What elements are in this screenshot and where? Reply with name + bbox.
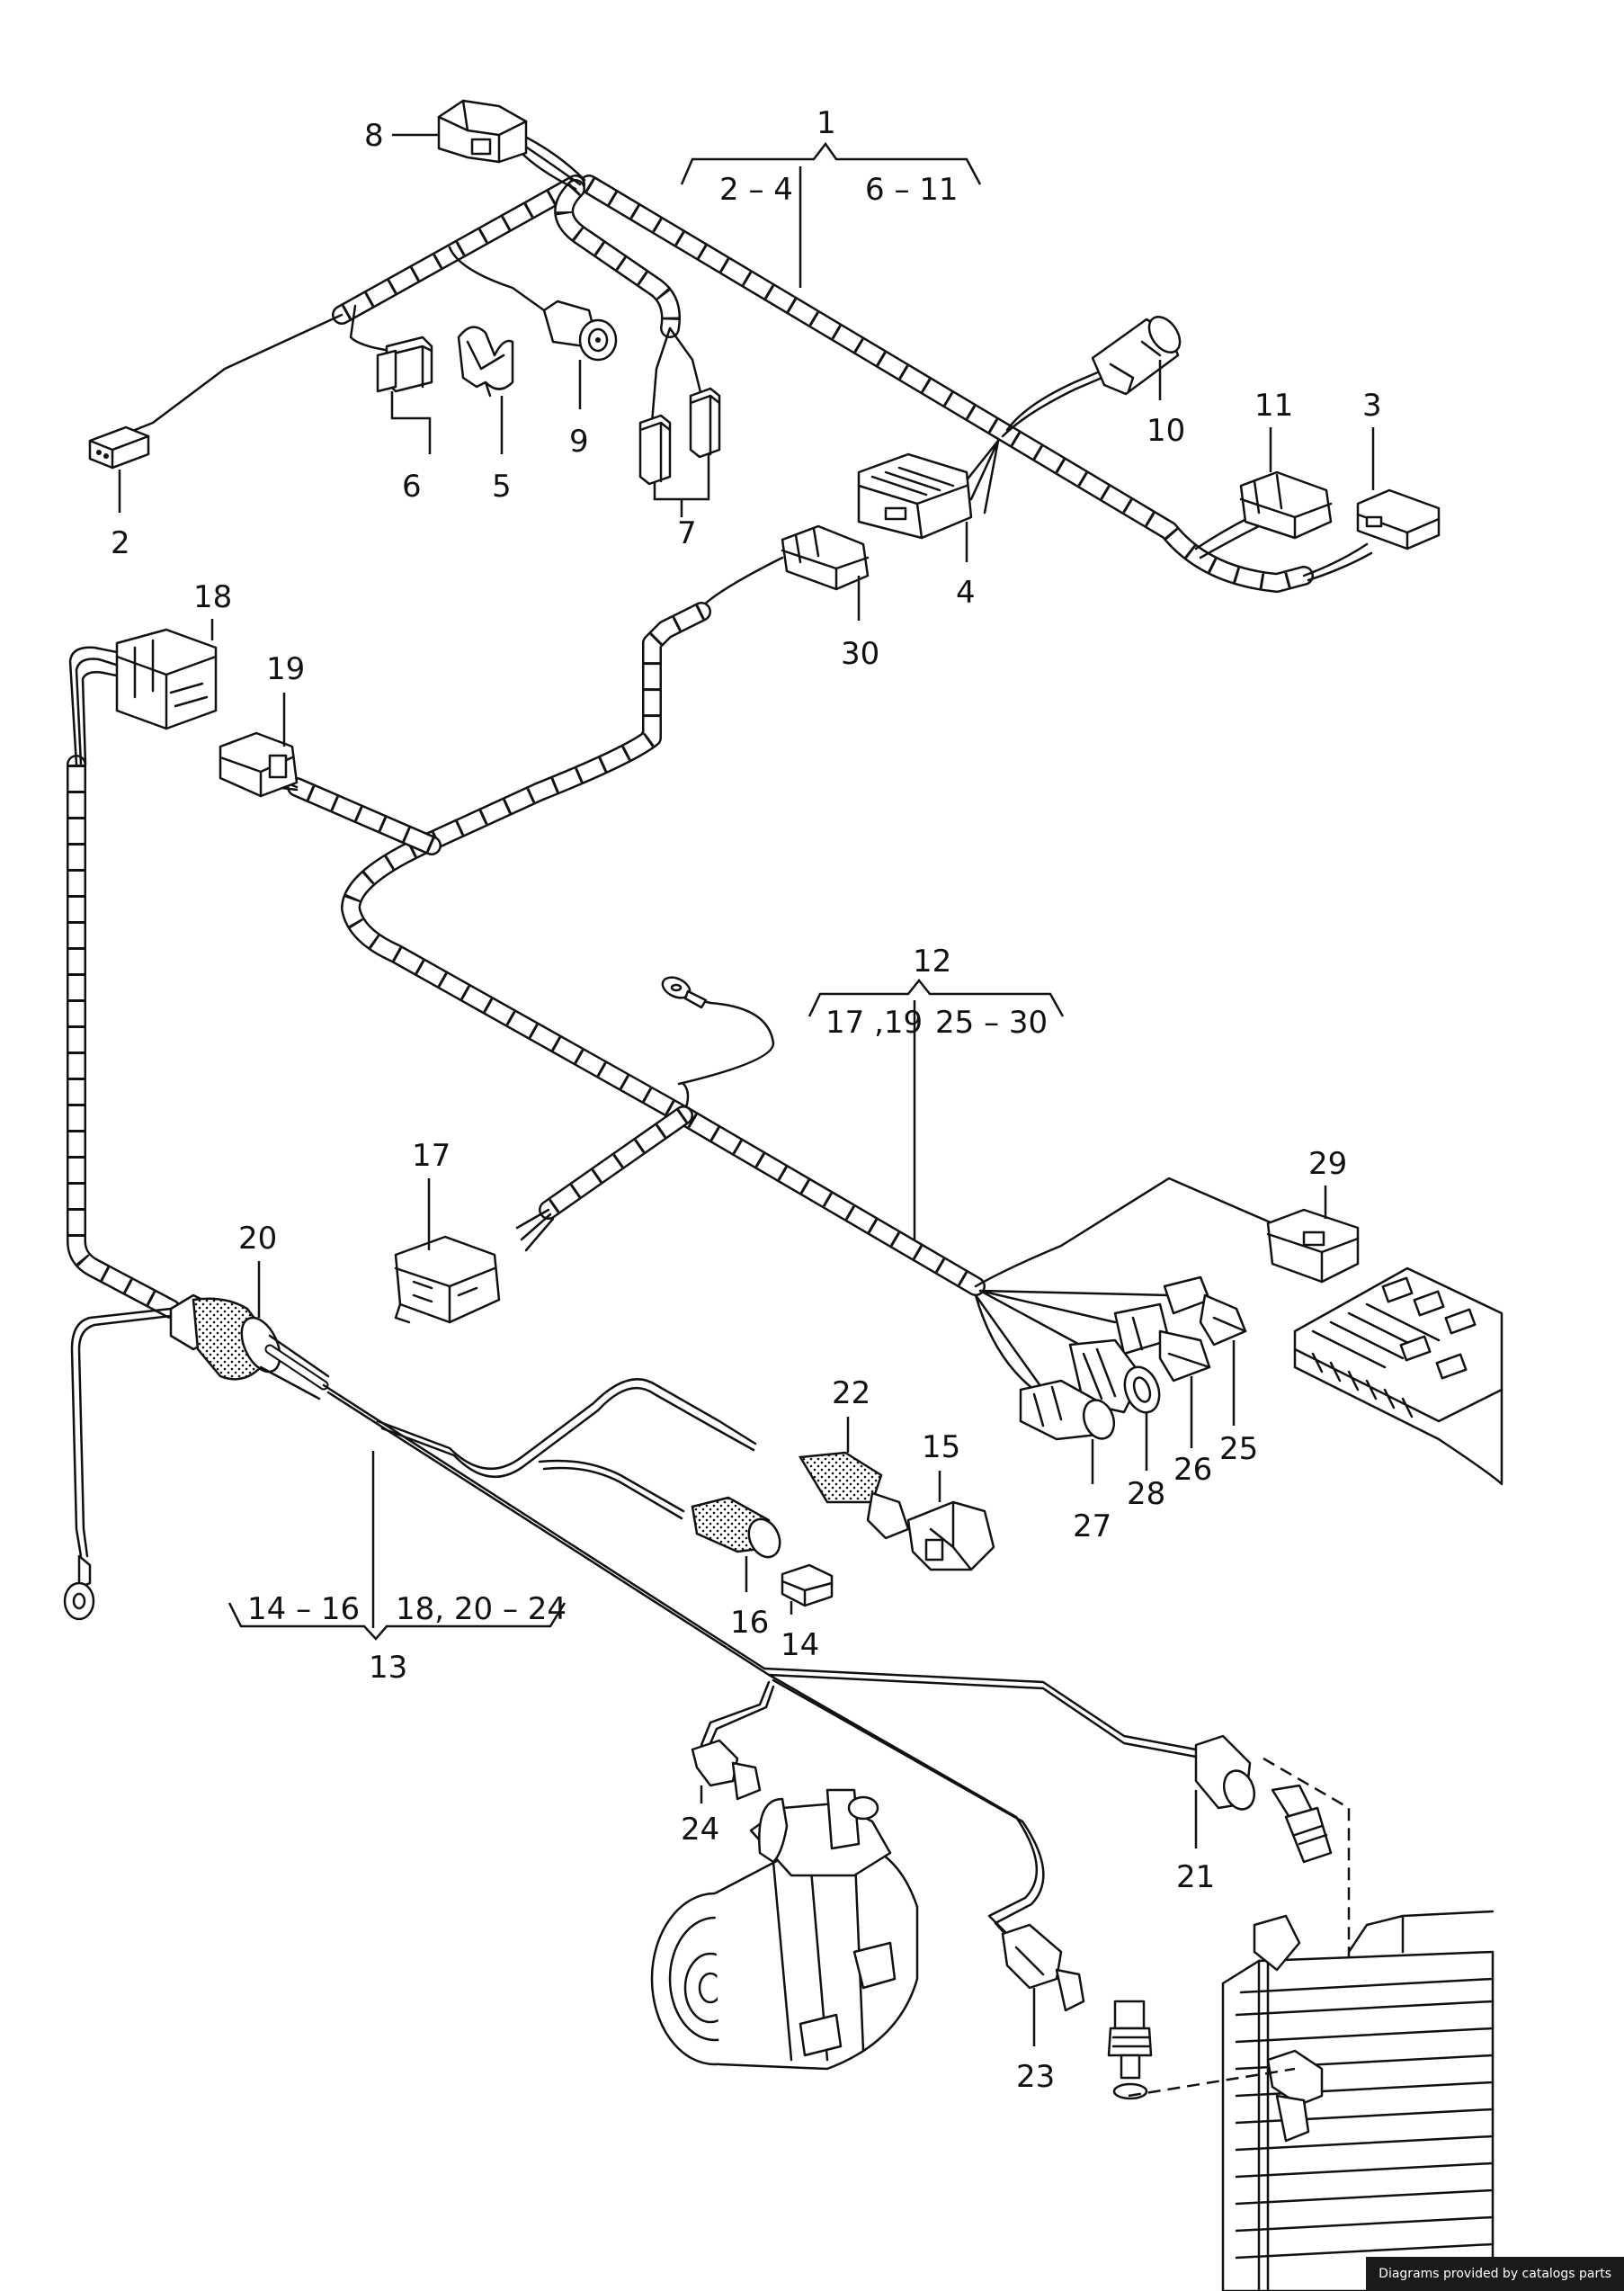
connector-28[interactable] xyxy=(1068,1338,1165,1418)
callout-30: 30 xyxy=(841,636,879,672)
callout-22: 22 xyxy=(832,1375,870,1411)
callout-6: 6 xyxy=(402,469,422,505)
connector-19[interactable] xyxy=(219,731,299,798)
callout-13-range-left: 14 – 16 xyxy=(247,1591,360,1627)
callout-28: 28 xyxy=(1127,1476,1165,1512)
connector-26[interactable] xyxy=(1113,1302,1211,1383)
callout-9: 9 xyxy=(569,424,589,460)
diagram-credit: Diagrams provided by catalogs parts xyxy=(1366,2257,1624,2291)
fuse-panel xyxy=(1293,1266,1504,1486)
grommet-20[interactable] xyxy=(169,1293,288,1381)
connector-11[interactable] xyxy=(1239,470,1333,540)
pressure-switch xyxy=(1107,2000,1153,2100)
callout-11: 11 xyxy=(1254,388,1293,424)
callout-21: 21 xyxy=(1176,1859,1215,1895)
connector-14[interactable] xyxy=(781,1563,834,1607)
connector-8[interactable] xyxy=(437,99,528,164)
callout-16: 16 xyxy=(730,1605,769,1641)
callout-25: 25 xyxy=(1219,1431,1258,1467)
condenser xyxy=(1221,1910,1495,2291)
callout-1: 1 xyxy=(816,105,836,141)
callout-1-range-right: 6 – 11 xyxy=(865,172,959,208)
callout-7: 7 xyxy=(677,515,697,551)
connector-22[interactable] xyxy=(798,1451,910,1540)
callout-27: 27 xyxy=(1073,1508,1111,1544)
ring-terminal-top xyxy=(661,976,708,1009)
callout-19: 19 xyxy=(266,651,305,687)
connector-30[interactable] xyxy=(781,524,870,591)
connector-18[interactable] xyxy=(115,628,218,730)
callout-18: 18 xyxy=(193,579,232,615)
clip-5[interactable] xyxy=(457,326,514,398)
harness-1 xyxy=(88,99,1441,593)
plug-10[interactable] xyxy=(1091,311,1186,396)
callout-17: 17 xyxy=(412,1138,451,1174)
callout-5: 5 xyxy=(492,469,512,505)
connector-3[interactable] xyxy=(1356,488,1441,550)
ring-terminal-bottom xyxy=(63,1554,95,1621)
callout-2: 2 xyxy=(111,525,130,561)
callout-1-range-left: 2 – 4 xyxy=(719,172,793,208)
callout-8: 8 xyxy=(364,118,384,154)
connector-15[interactable] xyxy=(906,1500,995,1571)
callout-10: 10 xyxy=(1147,413,1185,449)
connector-24[interactable] xyxy=(691,1739,762,1801)
connector-23[interactable] xyxy=(1001,1923,1085,2012)
connector-25[interactable] xyxy=(1163,1275,1247,1347)
socket-9[interactable] xyxy=(542,300,618,362)
connector-4[interactable] xyxy=(857,452,973,540)
ac-compressor xyxy=(650,1788,919,2071)
harness-12 xyxy=(67,556,1504,1486)
connector-17[interactable] xyxy=(394,1235,501,1324)
callout-12: 12 xyxy=(913,944,951,980)
callout-12-range-left: 17 ,19 xyxy=(825,1005,923,1041)
callouts: 1 2 – 4 6 – 11 8 2 6 5 9 7 10 11 3 4 xyxy=(111,105,1382,2095)
callout-23: 23 xyxy=(1016,2059,1055,2095)
harness-13 xyxy=(63,1293,1495,2291)
callout-12-range-right: 25 – 30 xyxy=(935,1005,1048,1041)
connector-27[interactable] xyxy=(1019,1379,1120,1443)
connector-29[interactable] xyxy=(1266,1208,1360,1284)
callout-13-range-right: 18, 20 – 24 xyxy=(396,1591,567,1627)
callout-26: 26 xyxy=(1173,1452,1212,1488)
callout-20: 20 xyxy=(238,1221,277,1257)
connector-7[interactable] xyxy=(638,387,721,486)
callout-13: 13 xyxy=(369,1650,407,1686)
callout-24: 24 xyxy=(681,1812,719,1848)
connector-2[interactable] xyxy=(88,425,150,470)
pressure-valve xyxy=(1271,1784,1333,1864)
callout-3: 3 xyxy=(1362,388,1382,424)
callout-14: 14 xyxy=(781,1627,819,1663)
callout-4: 4 xyxy=(956,575,976,611)
callout-15: 15 xyxy=(922,1429,960,1465)
callout-29: 29 xyxy=(1308,1146,1347,1182)
connector-16[interactable] xyxy=(691,1496,786,1562)
connector-6[interactable] xyxy=(376,336,433,393)
connector-21[interactable] xyxy=(1194,1734,1260,1813)
